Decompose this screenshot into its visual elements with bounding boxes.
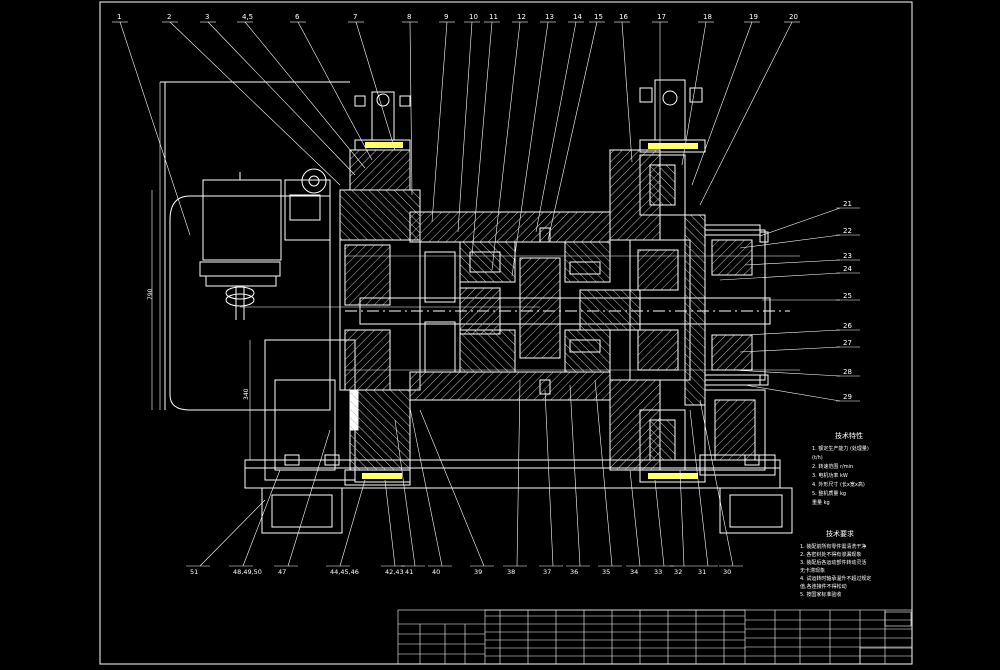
title-block [397, 609, 913, 665]
part-label-top: 10 [469, 13, 478, 21]
part-label-top: 2 [167, 13, 171, 21]
tech-line: 5. 整机质量 kg [812, 490, 846, 497]
part-label-bottom: 36 [570, 568, 578, 576]
part-label-top: 13 [545, 13, 554, 21]
part-label-right: 25 [843, 292, 852, 300]
part-label-bottom: 37 [543, 568, 551, 576]
part-label-right: 28 [843, 368, 852, 376]
tech-title-2: 技术要求 [826, 529, 854, 538]
tech-line: 3. 装配后各运动部件转动灵活 [800, 559, 866, 566]
part-label-bottom: 44,45,46 [330, 568, 359, 576]
part-label-right: 24 [843, 265, 852, 273]
part-label-right: 26 [843, 322, 852, 330]
right-lifting-lug [639, 79, 703, 141]
central-housing [409, 211, 611, 401]
main-shaft [345, 287, 790, 335]
tech-line: 4. 试运转时轴承温升不超过规定 [800, 575, 871, 582]
right-gear-housing [609, 139, 769, 483]
dimension-790: 790 [147, 288, 154, 300]
left-lifting-lug [354, 91, 411, 141]
motor [160, 81, 359, 481]
part-label-right: 21 [843, 200, 852, 208]
part-label-top: 15 [594, 13, 603, 21]
part-label-top: 9 [444, 13, 448, 21]
part-label-bottom: 39 [474, 568, 482, 576]
part-label-top: 16 [619, 13, 628, 21]
part-label-bottom: 51 [190, 568, 198, 576]
part-label-bottom: 31 [698, 568, 706, 576]
part-label-bottom: 35 [602, 568, 610, 576]
tech-line: 3. 电机功率 kW [812, 472, 848, 479]
part-label-right: 29 [843, 393, 852, 401]
part-label-top: 1 [117, 13, 121, 21]
left-housing [339, 139, 421, 483]
part-label-top: 14 [573, 13, 582, 21]
tech-line: 重量 kg [812, 499, 830, 506]
part-label-bottom: 33 [654, 568, 662, 576]
base-frame [244, 454, 793, 534]
center-lines [151, 82, 800, 460]
tech-line: 1. 额定生产能力 (处理量) [812, 445, 869, 452]
part-label-bottom: 40 [432, 568, 440, 576]
tech-line: 无卡滞现象 [800, 567, 825, 574]
tech-line: 值,各连接件不得松动 [800, 583, 847, 590]
part-label-top: 11 [489, 13, 498, 21]
part-label-top: 17 [657, 13, 666, 21]
part-label-bottom: 48,49,50 [233, 568, 262, 576]
tech-line: 4. 外形尺寸 (长x宽x高) [812, 481, 865, 488]
part-label-right: 22 [843, 227, 852, 235]
part-label-top: 8 [407, 13, 411, 21]
part-label-right: 23 [843, 252, 852, 260]
tech-line: (t/h) [812, 455, 823, 461]
tech-title-1: 技术特性 [835, 431, 863, 440]
part-label-top: 6 [295, 13, 300, 21]
part-label-top: 18 [703, 13, 712, 21]
part-label-bottom: 47 [278, 568, 286, 576]
part-label-bottom: 34 [630, 568, 638, 576]
tech-line: 2. 各密封处不得有渗漏现象 [800, 551, 861, 558]
part-label-top: 7 [353, 13, 357, 21]
part-label-top: 4,5 [242, 13, 253, 21]
part-label-bottom: 30 [723, 568, 731, 576]
part-label-bottom: 42,43 [385, 568, 404, 576]
technical-characteristics: 技术特性 1. 额定生产能力 (处理量) (t/h) 2. 转速范围 r/min 3… [812, 431, 869, 506]
part-label-bottom: 38 [507, 568, 515, 576]
tech-line: 5. 按国家标准验收 [800, 591, 841, 598]
part-label-top: 3 [205, 13, 209, 21]
part-label-bottom: 32 [674, 568, 682, 576]
part-label-top: 19 [749, 13, 758, 21]
tech-line: 2. 转速范围 r/min [812, 463, 853, 470]
part-label-top: 12 [517, 13, 526, 21]
part-label-right: 27 [843, 339, 852, 347]
dimension-340: 340 [243, 388, 250, 400]
part-label-top: 20 [789, 13, 798, 21]
leader-lines [112, 21, 860, 567]
tech-line: 1. 装配前所有零件需清洗干净 [800, 543, 866, 550]
part-label-bottom: 41 [405, 568, 413, 576]
